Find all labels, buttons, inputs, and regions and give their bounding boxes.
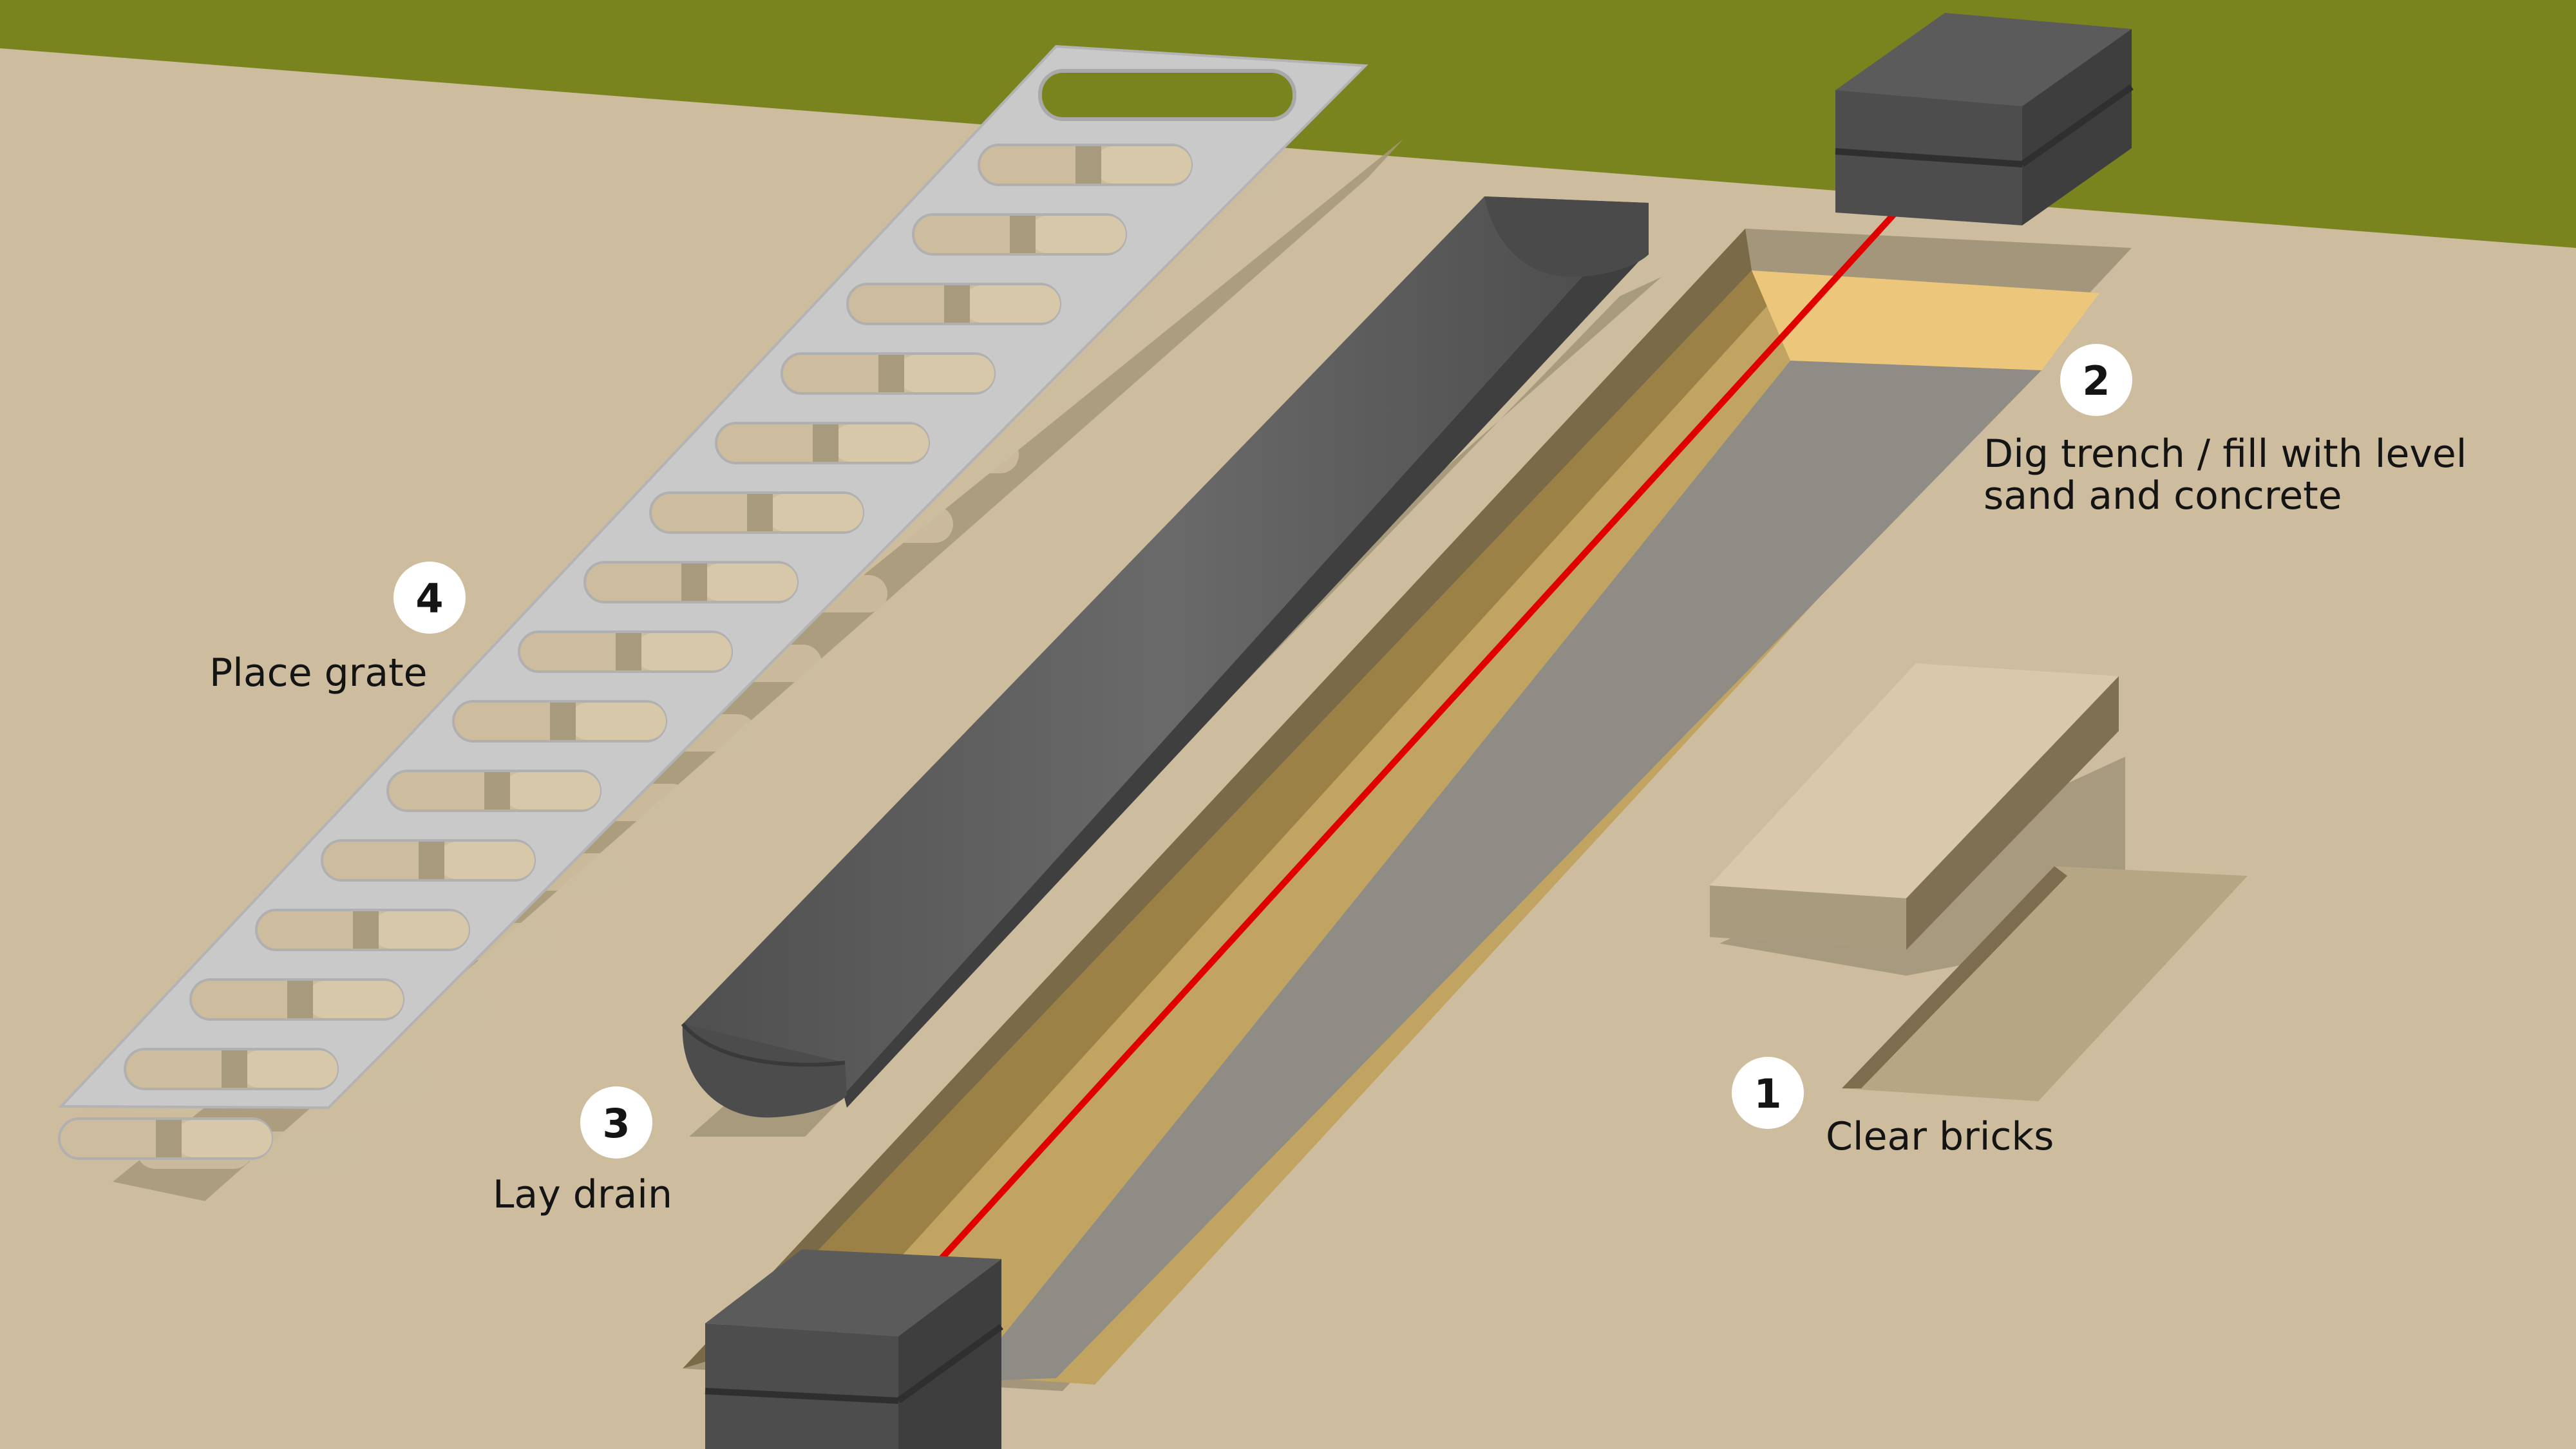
- cleared-brick-hole: [1842, 866, 2248, 1101]
- grate-slot: [321, 839, 536, 882]
- grate-slot: [846, 283, 1061, 325]
- grate-slot: [189, 978, 404, 1021]
- step-2-marker: 2: [2060, 344, 2132, 416]
- grate-slot: [58, 1117, 273, 1160]
- removed-bricks: [1710, 663, 2119, 950]
- drain-channel-side: [844, 203, 1649, 1108]
- grate-slot: [978, 144, 1193, 186]
- laser-block-top: [1835, 13, 2134, 225]
- grate-slot: [124, 1048, 339, 1090]
- drain-channel-body: [683, 196, 1649, 1095]
- grate-slot: [518, 630, 733, 673]
- drain-channel-end-right: [1484, 196, 1649, 277]
- step-2-label-line-2: sand and concrete: [1984, 473, 2342, 518]
- drain-channel-end-left: [682, 1024, 847, 1118]
- grate-slot: [781, 352, 996, 395]
- grate-slot: [452, 700, 667, 743]
- trench-concrete: [966, 361, 2041, 1381]
- grate-handle-slot: [1038, 69, 1296, 121]
- step-3-label: Lay drain: [493, 1172, 672, 1217]
- grate-slot: [386, 770, 601, 812]
- trench-wall-shadow: [683, 229, 1752, 1368]
- step-4-label: Place grate: [209, 650, 428, 696]
- grate-slots: [58, 144, 1193, 1160]
- trench-sand-top: [1752, 270, 2099, 370]
- step-1-number: 1: [1754, 1070, 1781, 1117]
- grate-slot: [715, 422, 930, 464]
- grate-slot: [255, 909, 470, 951]
- step-4-number: 4: [415, 575, 443, 622]
- step-2-number: 2: [2082, 357, 2110, 404]
- grate-slot: [912, 213, 1127, 256]
- step-4-marker: 4: [393, 562, 466, 634]
- trench-sand-shade: [715, 270, 1794, 1362]
- grate-slot: [649, 491, 864, 534]
- drain-channel-trough-edge: [681, 1023, 846, 1067]
- step-3-marker: 3: [580, 1086, 652, 1159]
- laser-block-bottom: [705, 1249, 1003, 1449]
- laser-level-line: [912, 149, 1954, 1291]
- grate-slot: [583, 561, 799, 603]
- step-3-number: 3: [602, 1100, 630, 1147]
- grate-shadow-slot: [246, 1132, 362, 1169]
- step-1-marker: 1: [1732, 1057, 1804, 1129]
- step-1-label: Clear bricks: [1826, 1114, 2054, 1159]
- step-2-label-line-1: Dig trench / fill with level: [1984, 431, 2467, 477]
